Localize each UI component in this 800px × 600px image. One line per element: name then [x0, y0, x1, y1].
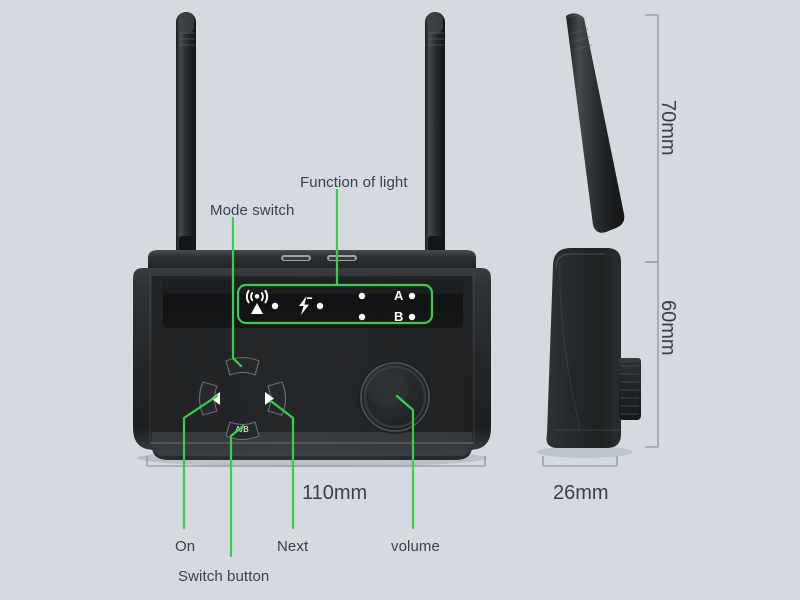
dim-110mm — [146, 456, 486, 467]
callout-label-next: Next — [277, 538, 309, 555]
dpad-down-label: A/B — [235, 424, 249, 434]
led-dot-status-top — [358, 292, 366, 300]
dimension-label-60mm: 60mm — [657, 300, 679, 356]
dpad-left-button[interactable] — [198, 381, 218, 416]
dimension-label-70mm: 70mm — [657, 100, 679, 156]
led-dot-wireless — [271, 302, 279, 310]
dpad-right-button[interactable] — [267, 381, 287, 416]
led-dot-channel-b — [408, 313, 416, 321]
callout-label-switch-button: Switch button — [178, 568, 270, 585]
volume-knob[interactable] — [358, 360, 432, 434]
led-dot-channel-a — [408, 292, 416, 300]
dpad-up-button[interactable] — [225, 356, 260, 376]
callout-label-volume: volume — [391, 538, 440, 555]
dim-60mm — [645, 261, 659, 448]
leader-next — [269, 399, 295, 530]
antenna-left — [174, 12, 198, 262]
dim-26mm — [542, 456, 618, 467]
led-label-channel-b: B — [394, 309, 404, 324]
callout-label-on: On — [175, 538, 196, 555]
antenna-right — [423, 12, 447, 262]
led-indicators — [245, 289, 416, 321]
callout-leaders — [182, 188, 415, 558]
leader-switch-button — [229, 424, 245, 558]
dpad[interactable]: A/B — [198, 356, 287, 441]
callout-label-mode-switch: Mode switch — [210, 202, 295, 219]
dimension-lines — [146, 14, 659, 467]
dimension-label-110mm: 110mm — [302, 482, 368, 504]
led-label-channel-a: A — [394, 288, 404, 303]
right-arrow-icon — [265, 392, 274, 405]
callout-label-function-of-light: Function of light — [300, 174, 408, 191]
lightning-bolt-icon — [299, 296, 313, 315]
dpad-down-button[interactable] — [225, 421, 260, 441]
side-volume-knob[interactable] — [619, 358, 641, 420]
broadcast-tower-icon — [245, 289, 269, 314]
led-dot-status-bottom — [358, 313, 366, 321]
dimension-label-26mm: 26mm — [553, 482, 609, 504]
top-ports — [281, 255, 357, 261]
side-antenna — [566, 13, 625, 233]
side-view — [537, 13, 641, 458]
leader-mode-switch — [231, 216, 243, 368]
leader-on — [182, 394, 219, 530]
front-view: A/B — [133, 12, 491, 467]
leader-volume — [395, 394, 415, 530]
function-of-light-highlight — [236, 283, 434, 325]
led-dot-charging — [316, 302, 324, 310]
